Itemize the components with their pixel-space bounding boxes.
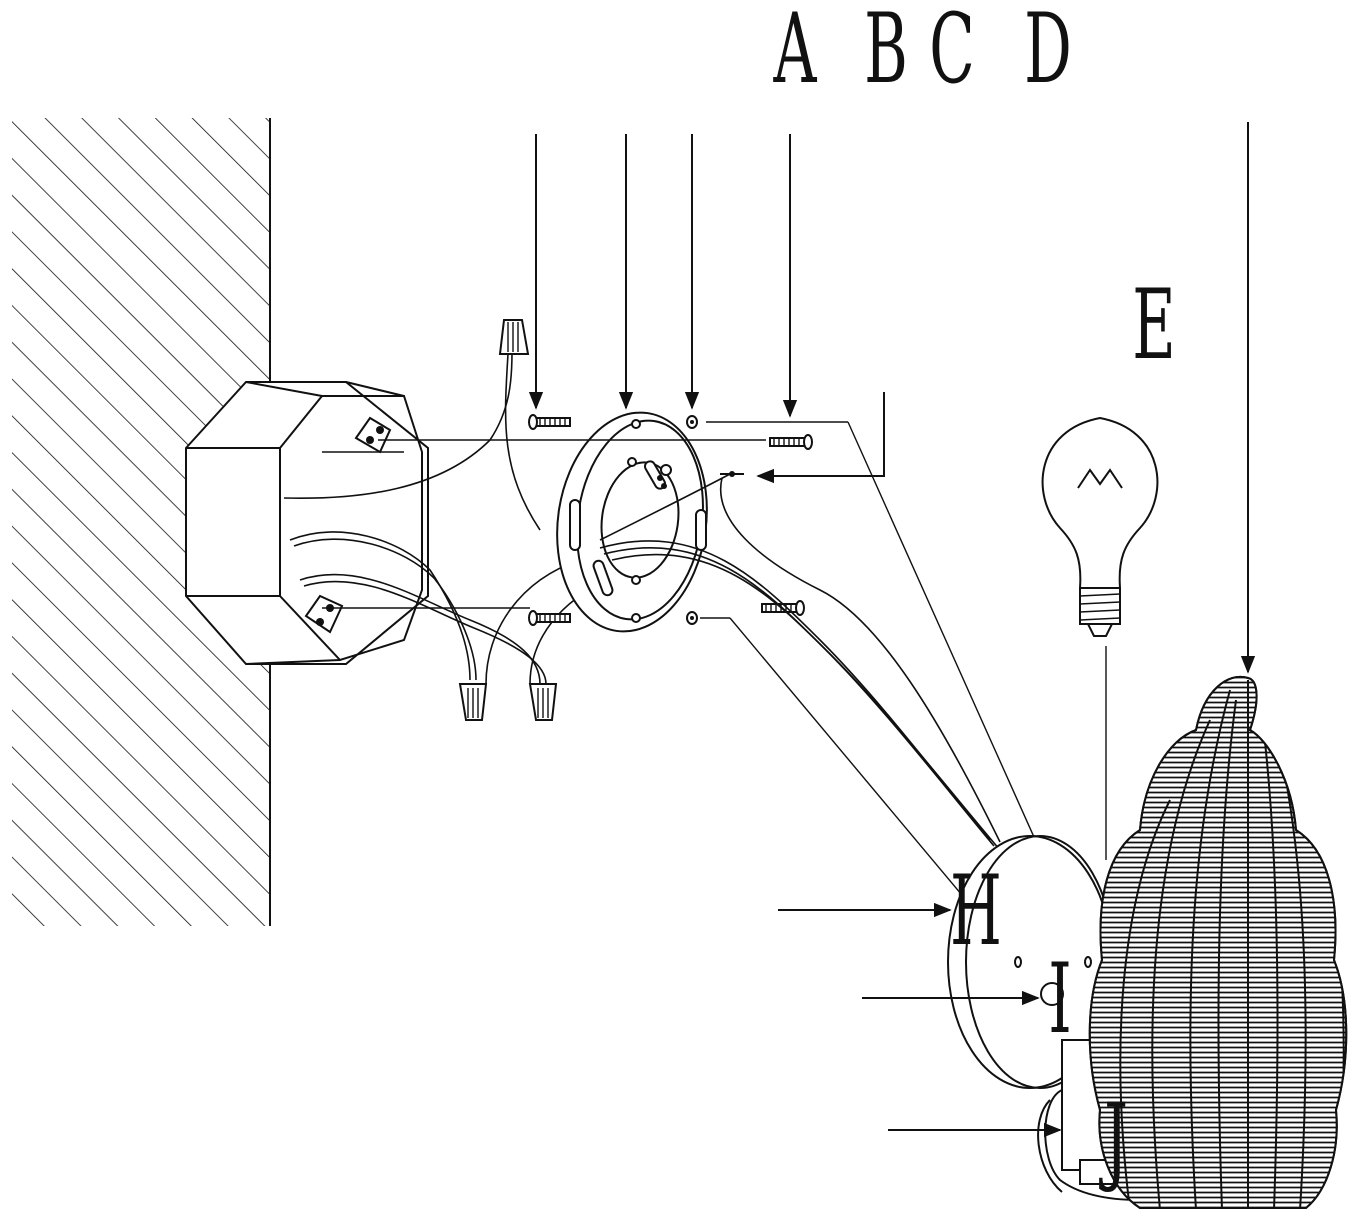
screw-a-top xyxy=(528,414,571,430)
label-d: D xyxy=(1024,0,1072,105)
wire-nut-right xyxy=(528,683,558,721)
label-c: C xyxy=(929,0,975,105)
nut-c-top xyxy=(686,415,698,429)
callout-arrows xyxy=(528,122,1256,1138)
mounting-plate xyxy=(556,411,731,633)
shell-glass-shade xyxy=(1088,675,1348,1209)
junction-box xyxy=(185,351,547,685)
label-a: A xyxy=(773,0,818,105)
light-bulb xyxy=(1041,416,1159,860)
label-i: I xyxy=(1048,943,1072,1055)
label-e: E xyxy=(1132,269,1175,381)
backplate-hole-i xyxy=(1040,982,1064,1006)
nut-c-bottom xyxy=(686,611,698,625)
screw-a-bottom xyxy=(528,610,571,626)
part-labels: A B C D G E H I J xyxy=(773,0,1176,1195)
label-j: J xyxy=(1099,1083,1128,1195)
screw-d-bottom xyxy=(761,600,805,616)
label-h: H xyxy=(950,855,1002,967)
wire-nut-left xyxy=(458,683,488,721)
wire-nut-top xyxy=(498,319,541,531)
arrow-e xyxy=(756,392,885,484)
box-tab-upper xyxy=(354,416,392,454)
screw-d-top xyxy=(769,434,813,450)
ground-screw-e xyxy=(720,471,744,477)
label-b: B xyxy=(864,0,908,105)
